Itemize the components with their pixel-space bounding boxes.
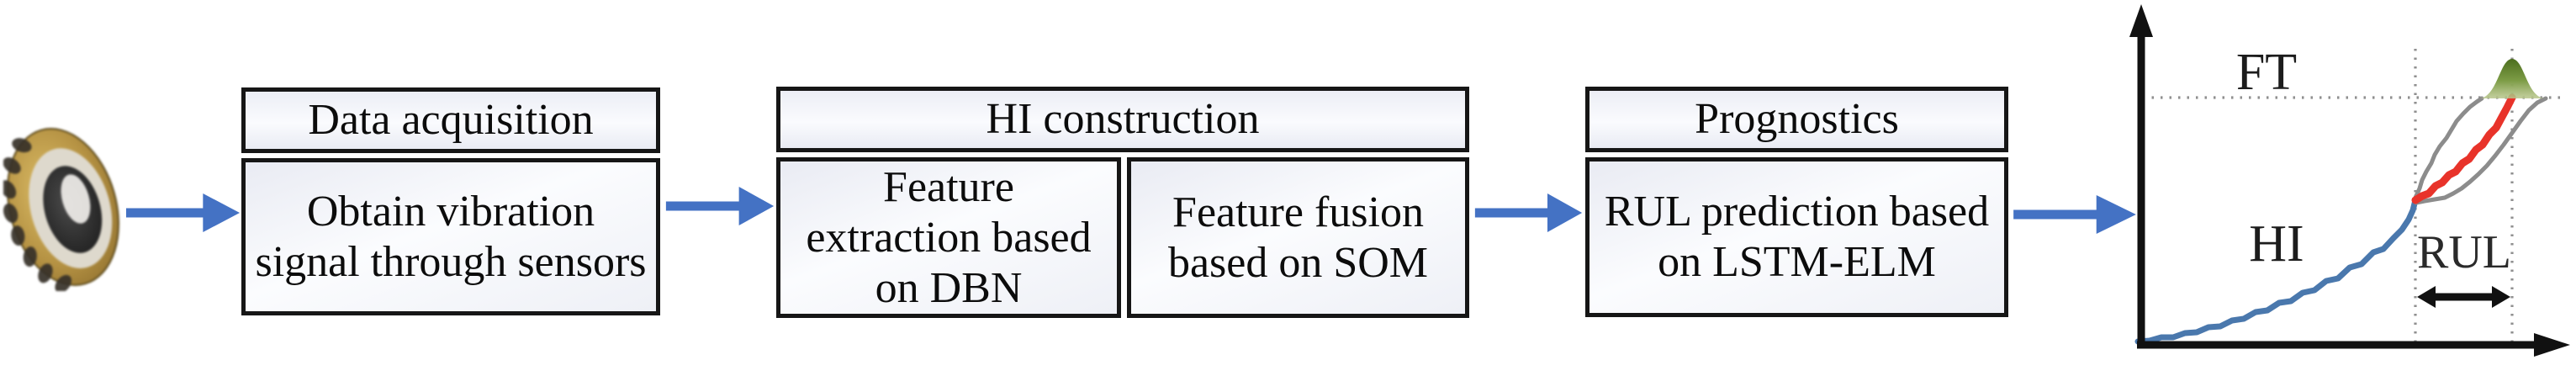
chart-curves [2134, 59, 2548, 345]
label-health-indicator: HI [2249, 215, 2304, 273]
box-data-acquisition: Data acquisition Obtain vibration signal… [241, 87, 660, 315]
bearing-image [3, 128, 119, 291]
header-label: HI construction [986, 95, 1260, 143]
right-arrow-icon [665, 187, 775, 225]
body-line: Feature [883, 162, 1014, 211]
left-arrow-icon [2417, 286, 2436, 308]
curve-upper-bound [2413, 96, 2484, 200]
curve-prediction [2411, 93, 2516, 204]
body-line: Obtain vibration [306, 187, 595, 236]
box-prognostics: Prognostics RUL prediction based on LSTM… [1585, 87, 2008, 317]
right-arrow-icon [2492, 286, 2510, 308]
box-body-prognostics: RUL prediction based on LSTM-ELM [1585, 157, 2008, 317]
box-body-data-acquisition: Obtain vibration signal through sensors [241, 158, 660, 315]
body-line: on LSTM-ELM [1658, 238, 1936, 286]
body-line: signal through sensors [255, 237, 647, 286]
right-arrow-icon [125, 193, 241, 232]
box-hi-construction: HI construction Feature extraction based… [776, 87, 1469, 318]
failure-time-pdf-peak [2480, 59, 2544, 98]
flow-arrow-2 [664, 183, 775, 230]
header-label: Prognostics [1695, 95, 1899, 143]
body-line: on DBN [875, 263, 1023, 312]
curve-lower-bound [2414, 96, 2548, 205]
flow-arrow-3 [1473, 189, 1584, 236]
body-line: extraction based [806, 213, 1092, 262]
box-cell-feature-fusion: Feature fusion based on SOM [1127, 157, 1469, 318]
y-axis-arrow-icon [2129, 4, 2153, 37]
right-arrow-icon [2013, 195, 2136, 234]
body-line: Feature fusion [1172, 188, 1424, 236]
header-label: Data acquisition [308, 96, 594, 144]
flow-arrow-1 [124, 189, 241, 236]
x-axis-arrow-icon [2534, 333, 2570, 357]
box-header-hi-construction: HI construction [776, 87, 1469, 152]
rul-span-arrow [2417, 286, 2510, 308]
box-cell-feature-extraction: Feature extraction based on DBN [776, 157, 1121, 318]
body-line: RUL prediction based [1604, 188, 1990, 236]
body-line: based on SOM [1167, 238, 1429, 287]
label-rul: RUL [2417, 226, 2511, 278]
flow-arrow-4 [2012, 191, 2138, 238]
box-header-data-acquisition: Data acquisition [241, 87, 660, 153]
curve-hi [2134, 197, 2419, 345]
label-failure-threshold: FT [2236, 44, 2297, 101]
rul-prediction-chart: FT HI RUL [2129, 4, 2570, 357]
box-header-prognostics: Prognostics [1585, 87, 2008, 152]
right-arrow-icon [1474, 193, 1583, 232]
